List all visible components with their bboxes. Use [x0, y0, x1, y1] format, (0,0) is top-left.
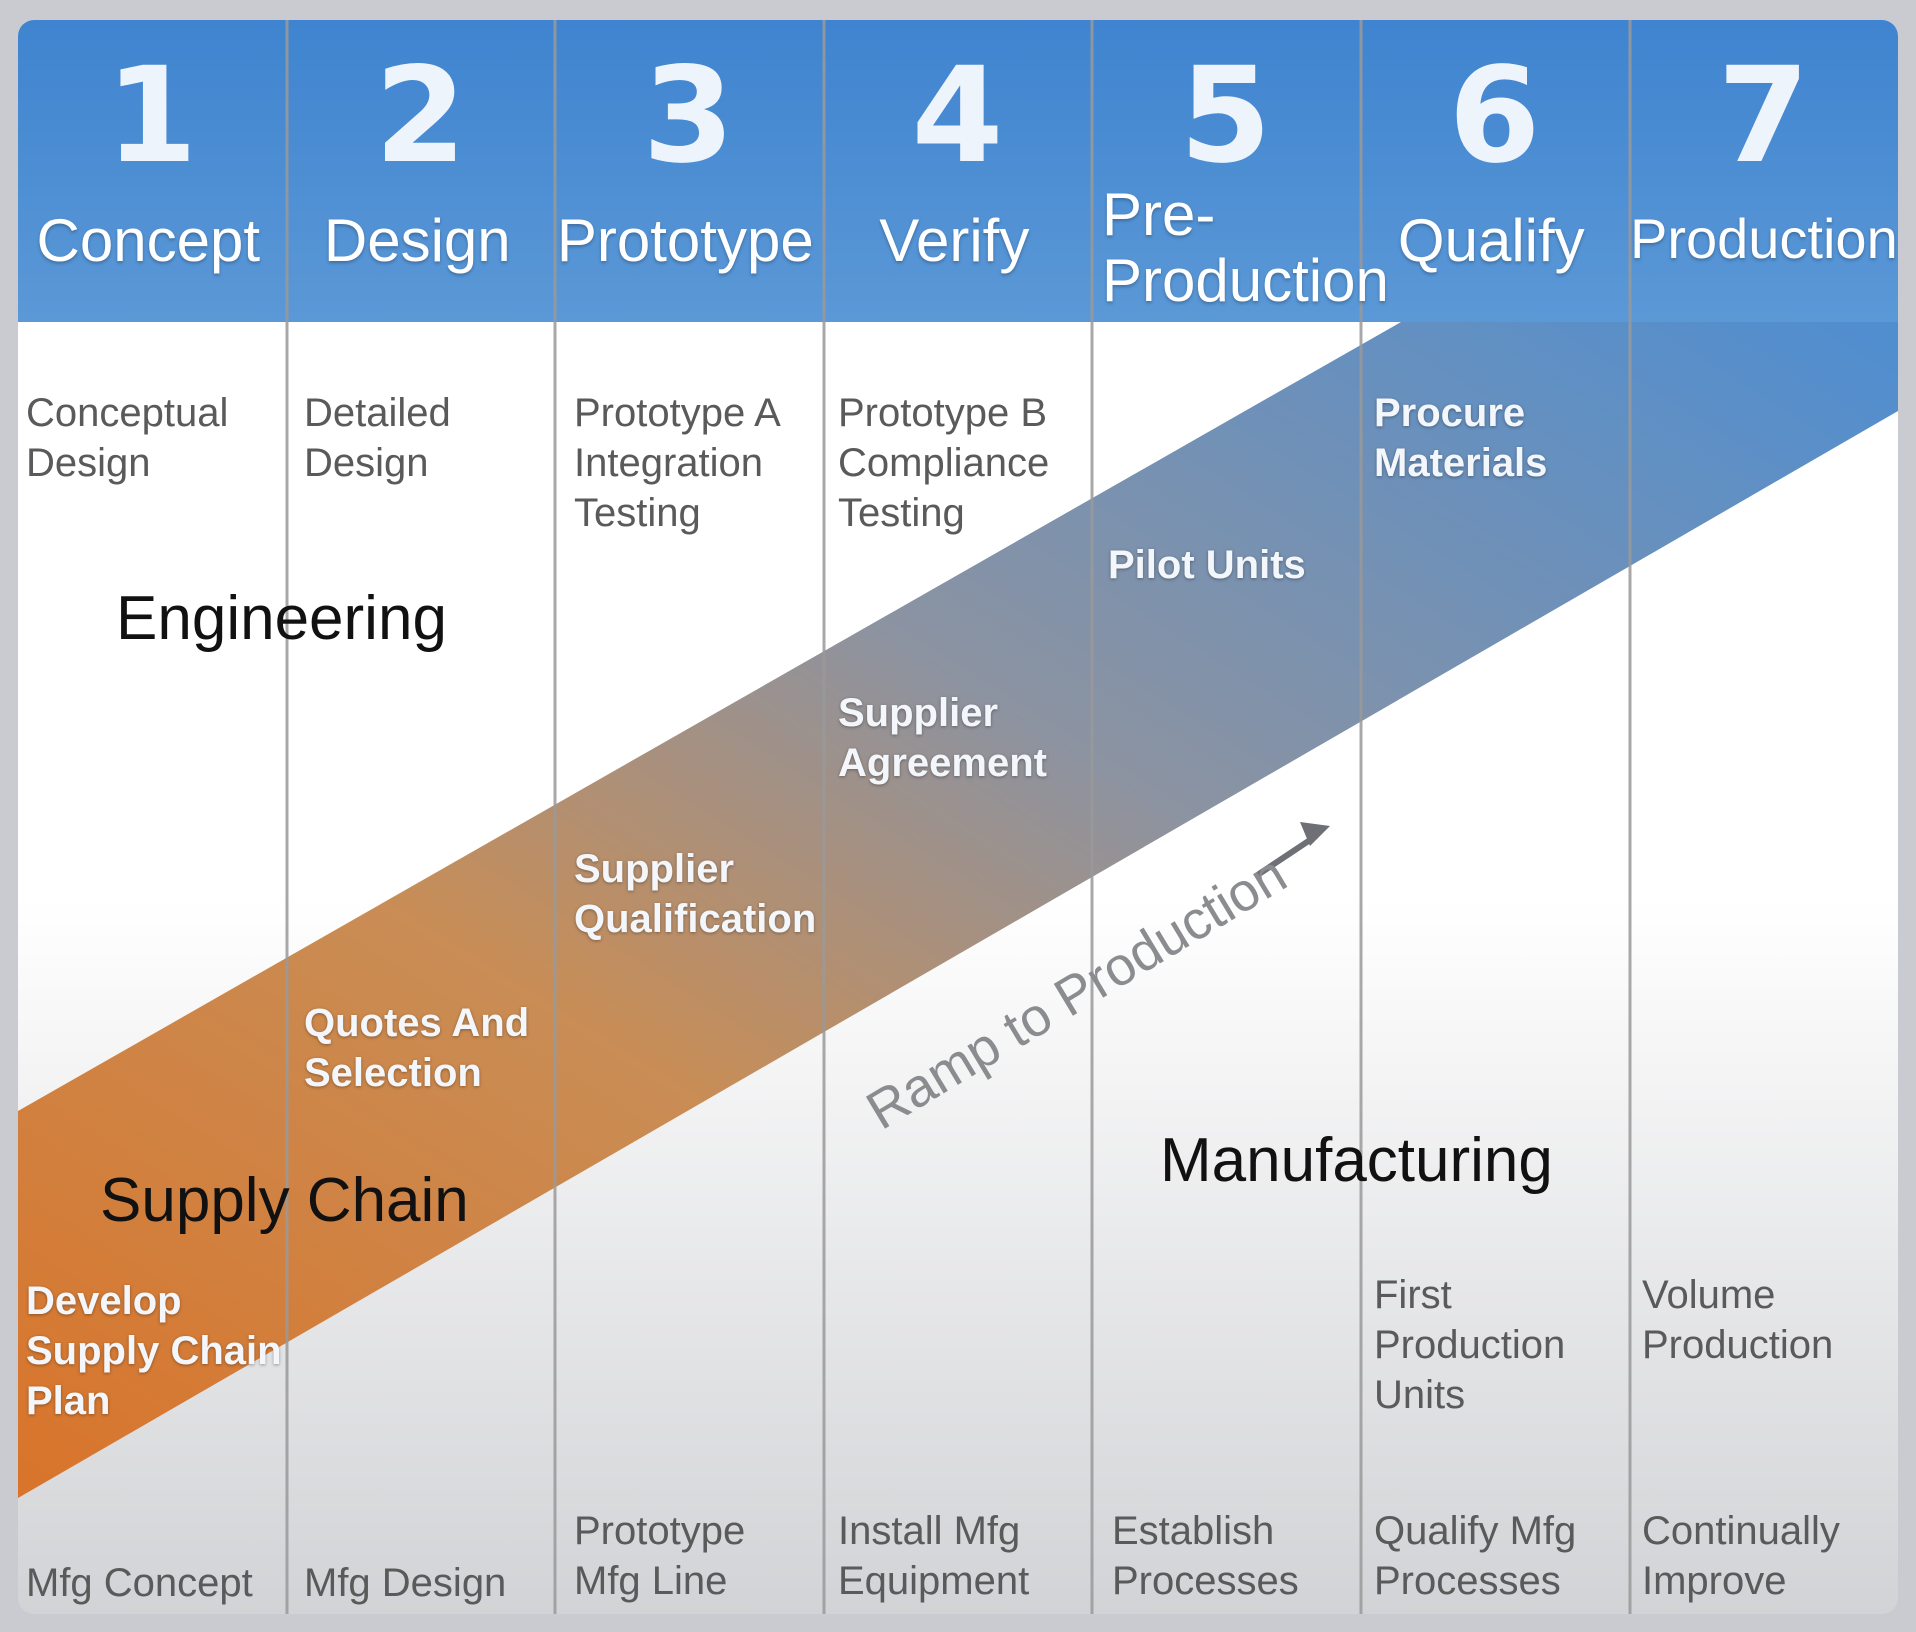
task-quotes-and-selection: Quotes And Selection [304, 1001, 530, 1095]
phase-name: Verify [879, 207, 1030, 274]
engineering-label: Engineering [116, 584, 447, 653]
phase-name: Design [323, 207, 511, 274]
phase-number: 6 [1448, 39, 1541, 193]
manufacturing-label: Manufacturing [1160, 1126, 1553, 1195]
column-dividers [285, 20, 1632, 1614]
task-prototype-a: Prototype A Integration Testing [574, 391, 781, 535]
ramp-arrow-shaft [1254, 833, 1318, 879]
task-prototype-b: Prototype B Compliance Testing [838, 391, 1050, 535]
task-supplier-qualification: Supplier Qualification [574, 847, 817, 941]
task-pilot-units: Pilot Units [1108, 543, 1306, 587]
task-supplier-agreement: Supplier Agreement [838, 691, 1047, 785]
phase-number: 5 [1179, 39, 1272, 193]
task-mfg-design: Mfg Design [304, 1561, 507, 1605]
task-install-mfg-equipment: Install Mfg Equipment [838, 1509, 1030, 1603]
diagonal-band [18, 322, 1898, 1498]
phase-number: 2 [374, 39, 467, 193]
task-first-production-units: First Production Units [1374, 1273, 1566, 1417]
phase-name: Concept [36, 207, 261, 274]
diagram-graphics [18, 20, 1898, 1614]
task-mfg-concept: Mfg Concept [26, 1561, 253, 1605]
task-develop-supply-chain-plan: Develop Supply Chain Plan [26, 1279, 282, 1423]
task-detailed-design: Detailed Design [304, 391, 451, 485]
phase-name: Production [1630, 207, 1898, 270]
task-establish-processes: Establish Processes [1112, 1509, 1299, 1603]
phase-number: 7 [1717, 39, 1810, 193]
task-prototype-mfg-line: Prototype Mfg Line [574, 1509, 746, 1603]
phase-number: 4 [911, 39, 1004, 193]
task-conceptual-design: Conceptual Design [26, 391, 229, 485]
header-bar [18, 20, 1898, 322]
task-continually-improve: Continually Improve [1642, 1509, 1840, 1603]
phase-name: Pre- Production [1102, 181, 1389, 314]
phase-name: Prototype [556, 207, 814, 274]
phase-number: 1 [105, 39, 198, 193]
task-volume-production: Volume Production [1642, 1273, 1834, 1367]
phase-number: 3 [642, 39, 735, 193]
task-qualify-mfg-processes: Qualify Mfg Processes [1374, 1509, 1577, 1603]
task-procure-materials: Procure Materials [1374, 391, 1548, 485]
phase-name: Qualify [1397, 207, 1585, 274]
supply-chain-label: Supply Chain [100, 1166, 469, 1235]
